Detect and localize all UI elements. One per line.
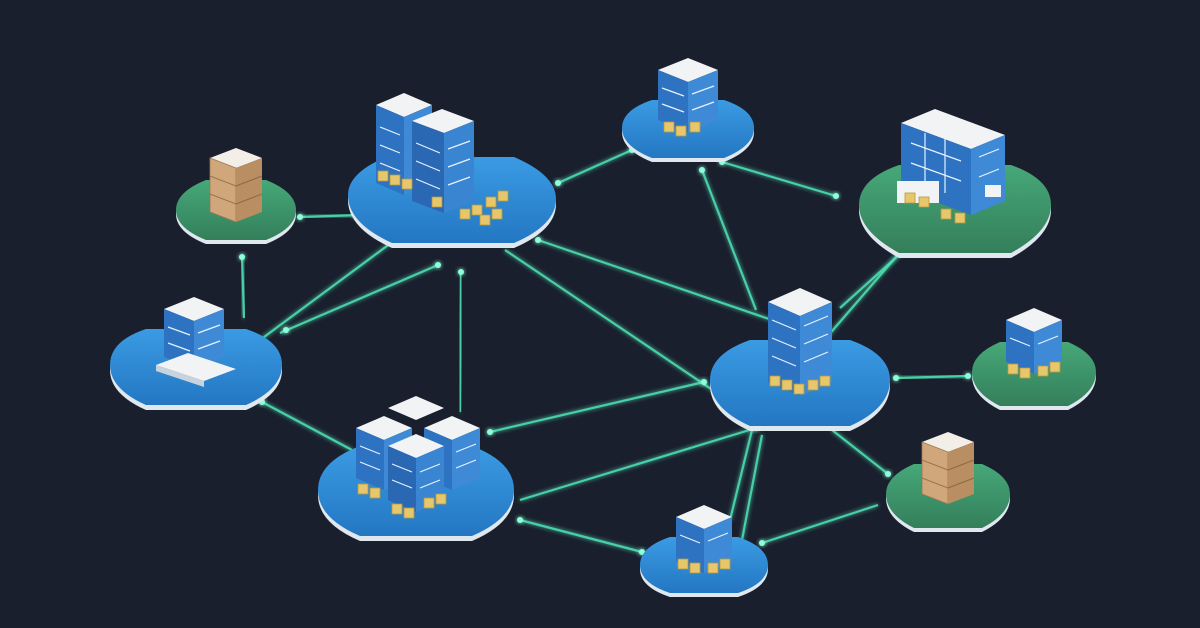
link-crate-to-twin xyxy=(299,213,361,219)
link-hub-to-eastdepot xyxy=(895,374,969,380)
link-topdepot-to-hub xyxy=(700,169,758,311)
link-hub-to-southdepot xyxy=(728,429,754,521)
link-hub-to-crate-se xyxy=(831,429,889,475)
link-cluster-to-hub xyxy=(489,380,705,434)
node-east-small-depot xyxy=(972,308,1096,410)
link-cluster-to-southdepot xyxy=(519,518,643,554)
link-storage-to-cluster xyxy=(261,401,353,451)
node-south-cluster xyxy=(318,396,514,541)
link-southdepot-to-crate-se xyxy=(761,503,879,545)
link-twin-to-storage-a xyxy=(259,239,396,341)
node-south-small-depot xyxy=(640,505,768,597)
link-twin-to-hub xyxy=(537,238,773,322)
node-east-loading-hangar xyxy=(859,109,1051,258)
link-hangar-to-hub-b xyxy=(819,249,903,346)
link-twin-to-topdepot xyxy=(557,148,633,185)
link-twin-to-storage-b xyxy=(279,263,439,335)
node-top-small-depot xyxy=(622,58,754,162)
link-topdepot-to-hangar xyxy=(721,160,837,198)
node-west-storage xyxy=(110,297,282,410)
link-cluster-to-hub-b xyxy=(519,426,757,502)
link-crate-to-storage xyxy=(240,254,246,319)
node-central-hub xyxy=(710,288,890,431)
node-north-twin-warehouse xyxy=(348,93,556,248)
node-west-crate-tower xyxy=(176,148,296,244)
link-hub-to-southdepot-b xyxy=(740,434,764,541)
link-twin-to-cluster xyxy=(458,271,463,413)
node-southeast-crate-tower xyxy=(886,432,1010,532)
